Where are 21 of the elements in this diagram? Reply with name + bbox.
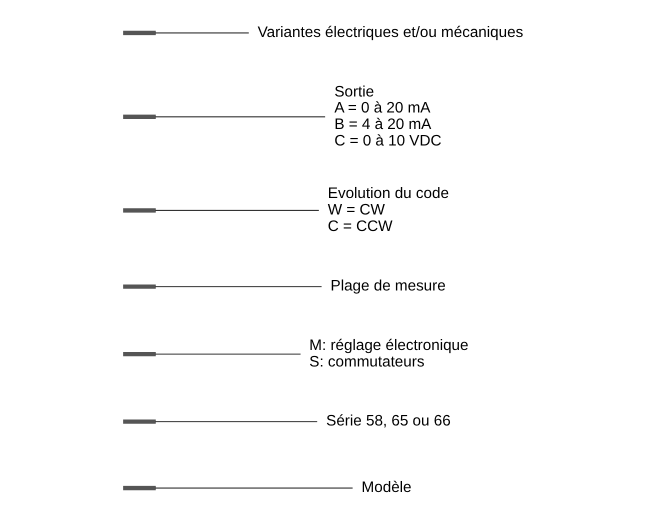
node-bar bbox=[122, 208, 156, 212]
node-bar bbox=[122, 485, 156, 490]
connector bbox=[154, 116, 325, 117]
node-text: M: réglage électronique S: commutateurs bbox=[308, 336, 468, 370]
node-text: Evolution du code W = CW C = CCW bbox=[327, 184, 448, 234]
node-bar bbox=[122, 351, 156, 356]
node-bar bbox=[122, 114, 156, 118]
node-text: Série 58, 65 ou 66 bbox=[326, 412, 450, 430]
connector bbox=[154, 209, 318, 210]
node-bar bbox=[122, 284, 156, 288]
connector bbox=[154, 487, 352, 488]
connector bbox=[154, 420, 317, 422]
node-bar bbox=[122, 30, 156, 35]
node-bar bbox=[122, 418, 156, 424]
connector bbox=[154, 286, 322, 287]
node-text: Plage de mesure bbox=[330, 277, 446, 294]
node-text: Variantes électriques et/ou mécaniques bbox=[257, 23, 523, 40]
connector bbox=[154, 353, 300, 354]
connector bbox=[154, 32, 248, 33]
node-text: Modèle bbox=[361, 478, 412, 496]
node-text: Sortie A = 0 à 20 mA B = 4 à 20 mA C = 0 à 10 VDC bbox=[334, 82, 441, 149]
